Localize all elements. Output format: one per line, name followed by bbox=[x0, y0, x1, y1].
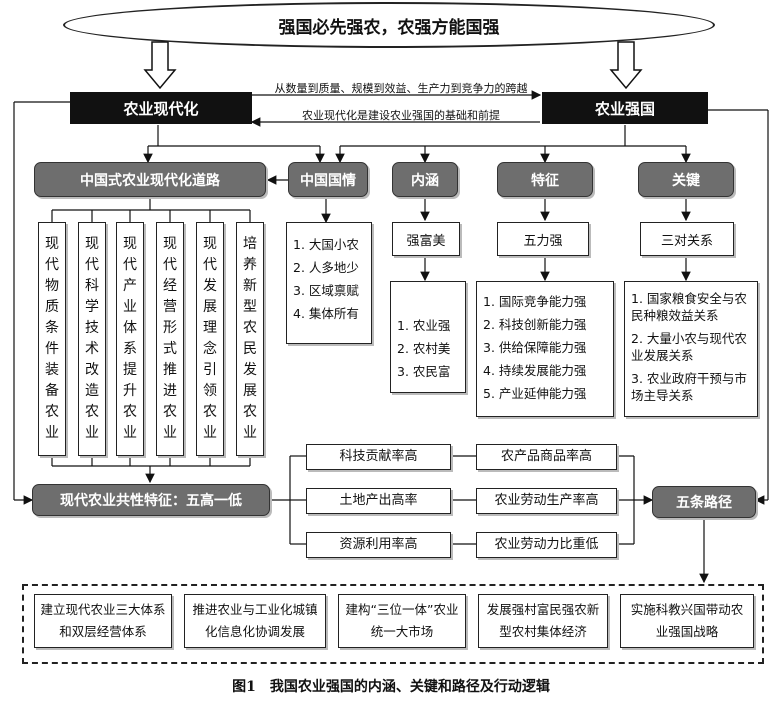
top-title-ellipse: 强国必先强农，农强方能国强 bbox=[63, 2, 715, 48]
features-item: 3. 供给保障能力强 bbox=[483, 340, 587, 355]
span-label: 从数量到质量、规模到效益、生产力到竞争力的跨越 bbox=[274, 82, 528, 95]
common-features-label: 现代农业共性特征：五高一低 bbox=[60, 493, 242, 509]
key-label: 关键 bbox=[672, 172, 700, 189]
connotation-list: 1. 农业强 2. 农村美 3. 农民富 bbox=[390, 281, 466, 393]
national-item: 2. 人多地少 bbox=[293, 260, 359, 275]
bottom-box-5: 实施科教兴国带动农业强国战略 bbox=[620, 594, 754, 648]
five-paths-box: 五条路径 bbox=[652, 486, 756, 518]
national-label: 中国国情 bbox=[300, 172, 356, 189]
features-label: 特征 bbox=[531, 172, 559, 189]
five-high-right-2-text: 农业劳动生产率高 bbox=[494, 493, 599, 508]
features-item: 2. 科技创新能力强 bbox=[483, 317, 587, 332]
features-item: 5. 产业延伸能力强 bbox=[483, 386, 587, 401]
connotation-box: 内涵 bbox=[392, 162, 458, 197]
five-high-right-2: 农业劳动生产率高 bbox=[476, 488, 617, 514]
ag-modernization-label: 农业现代化 bbox=[123, 99, 199, 118]
key-sub-label: 三对关系 bbox=[660, 233, 713, 249]
connotation-sub-label: 强富美 bbox=[406, 233, 446, 249]
connotation-item: 1. 农业强 bbox=[397, 318, 451, 333]
path-column-6-text: 培养新型农民发展农业 bbox=[243, 236, 257, 441]
path-column-6: 培养新型农民发展农业 bbox=[236, 222, 264, 456]
ag-power-box: 农业强国 bbox=[542, 92, 708, 124]
national-list: 1. 大国小农 2. 人多地少 3. 区域禀赋 4. 集体所有 bbox=[286, 222, 372, 344]
path-label: 中国式农业现代化道路 bbox=[80, 172, 220, 189]
bottom-paths-container bbox=[22, 584, 764, 664]
features-item: 1. 国际竞争能力强 bbox=[483, 294, 587, 309]
connotation-label: 内涵 bbox=[411, 172, 439, 189]
five-high-left-3: 资源利用率高 bbox=[306, 532, 451, 558]
bottom-box-1-text: 建立现代农业三大体系和双层经营体系 bbox=[40, 602, 166, 639]
path-column-3-text: 现代产业体系提升农业 bbox=[123, 236, 137, 441]
key-item: 3. 农业政府干预与市场主导关系 bbox=[631, 371, 747, 403]
connotation-item: 3. 农民富 bbox=[397, 364, 451, 379]
national-box: 中国国情 bbox=[288, 162, 368, 197]
five-high-right-3-text: 农业劳动力比重低 bbox=[494, 537, 599, 552]
basis-label: 农业现代化是建设农业强国的基础和前提 bbox=[302, 109, 500, 122]
connotation-sub-box: 强富美 bbox=[392, 222, 460, 256]
features-item: 4. 持续发展能力强 bbox=[483, 363, 587, 378]
path-box: 中国式农业现代化道路 bbox=[34, 162, 266, 197]
path-column-2-text: 现代科学技术改造农业 bbox=[85, 236, 99, 441]
bottom-box-4: 发展强村富民强农新型农村集体经济 bbox=[478, 594, 608, 648]
five-high-left-1: 科技贡献率高 bbox=[306, 444, 451, 470]
five-high-left-1-text: 科技贡献率高 bbox=[339, 449, 418, 464]
path-column-1-text: 现代物质条件装备农业 bbox=[45, 236, 59, 441]
key-list: 1. 国家粮食安全与农民种粮效益关系 2. 大量小农与现代农业发展关系 3. 农… bbox=[624, 281, 758, 417]
national-item: 4. 集体所有 bbox=[293, 306, 359, 321]
path-column-4-text: 现代经营形式推进农业 bbox=[163, 236, 177, 441]
bottom-box-2: 推进农业与工业化城镇化信息化协调发展 bbox=[184, 594, 326, 648]
figure-caption: 图1 我国农业强国的内涵、关键和路径及行动逻辑 bbox=[232, 679, 550, 695]
common-features-box: 现代农业共性特征：五高一低 bbox=[32, 484, 270, 516]
bottom-box-3-text: 建构“三位一体”农业统一大市场 bbox=[345, 602, 459, 639]
five-high-left-2-text: 土地产出高率 bbox=[339, 493, 418, 508]
features-list: 1. 国际竞争能力强 2. 科技创新能力强 3. 供给保障能力强 4. 持续发展… bbox=[476, 281, 614, 417]
five-high-left-2: 土地产出高率 bbox=[306, 488, 451, 514]
five-paths-label: 五条路径 bbox=[676, 495, 732, 511]
bottom-box-5-text: 实施科教兴国带动农业强国战略 bbox=[630, 602, 744, 639]
five-high-right-1-text: 农产品商品率高 bbox=[500, 449, 592, 464]
path-column-5: 现代发展理念引领农业 bbox=[196, 222, 224, 456]
path-column-2: 现代科学技术改造农业 bbox=[78, 222, 106, 456]
connotation-item: 2. 农村美 bbox=[397, 341, 451, 356]
key-sub-box: 三对关系 bbox=[640, 222, 734, 256]
features-sub-label: 五力强 bbox=[523, 233, 563, 249]
features-sub-box: 五力强 bbox=[497, 222, 589, 256]
path-column-5-text: 现代发展理念引领农业 bbox=[203, 236, 217, 441]
top-title: 强国必先强农，农强方能国强 bbox=[278, 17, 500, 38]
five-high-left-3-text: 资源利用率高 bbox=[339, 537, 418, 552]
bottom-box-4-text: 发展强村富民强农新型农村集体经济 bbox=[486, 602, 600, 639]
key-item: 2. 大量小农与现代农业发展关系 bbox=[631, 331, 747, 363]
ag-power-label: 农业强国 bbox=[594, 99, 655, 118]
path-column-4: 现代经营形式推进农业 bbox=[156, 222, 184, 456]
bottom-box-3: 建构“三位一体”农业统一大市场 bbox=[338, 594, 466, 648]
ag-modernization-box: 农业现代化 bbox=[70, 92, 252, 124]
bottom-box-1: 建立现代农业三大体系和双层经营体系 bbox=[34, 594, 172, 648]
national-item: 3. 区域禀赋 bbox=[293, 283, 359, 298]
national-item: 1. 大国小农 bbox=[293, 237, 359, 252]
path-column-1: 现代物质条件装备农业 bbox=[38, 222, 66, 456]
features-box: 特征 bbox=[497, 162, 593, 197]
key-box: 关键 bbox=[638, 162, 734, 197]
key-item: 1. 国家粮食安全与农民种粮效益关系 bbox=[631, 291, 747, 323]
five-high-right-3: 农业劳动力比重低 bbox=[476, 532, 617, 558]
path-column-3: 现代产业体系提升农业 bbox=[116, 222, 144, 456]
bottom-box-2-text: 推进农业与工业化城镇化信息化协调发展 bbox=[192, 602, 318, 639]
five-high-right-1: 农产品商品率高 bbox=[476, 444, 617, 470]
